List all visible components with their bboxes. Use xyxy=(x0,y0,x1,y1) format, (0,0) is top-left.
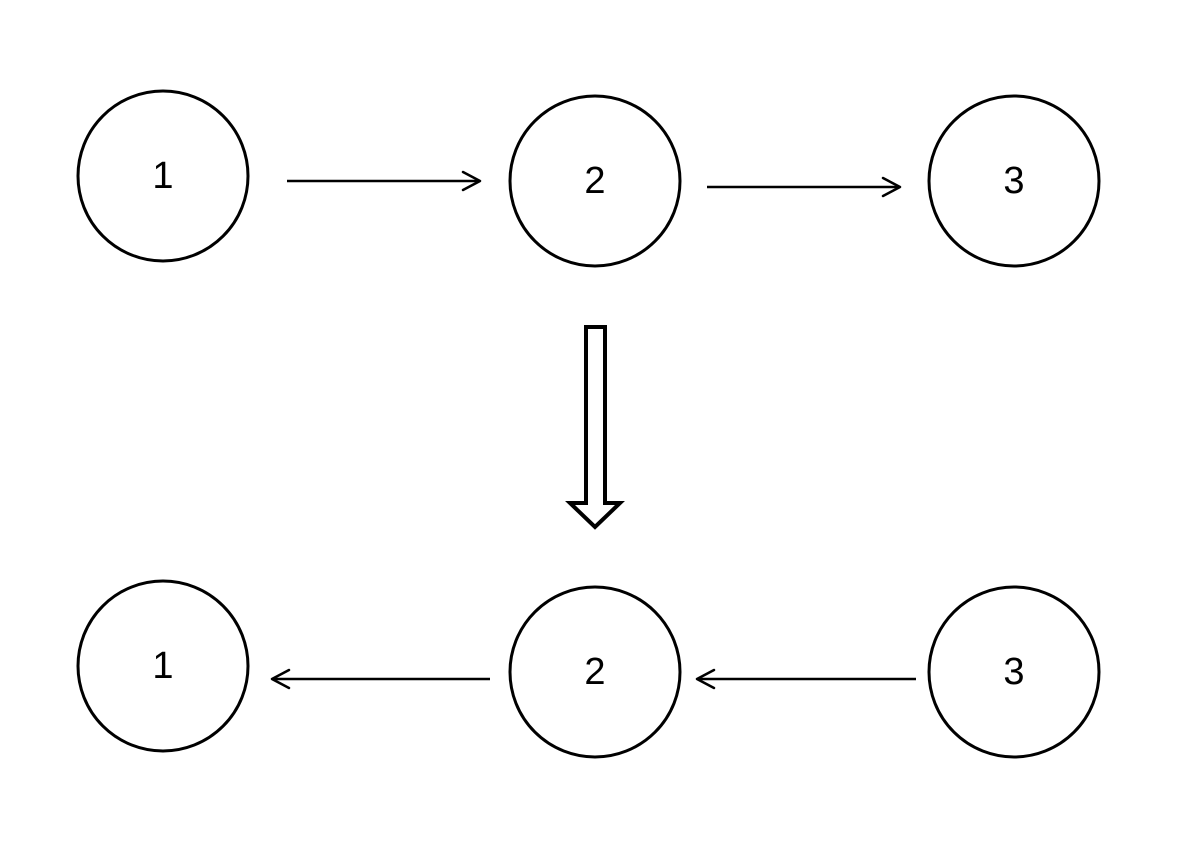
top-node-2: 2 xyxy=(508,94,682,268)
arrowhead-right-icon xyxy=(881,176,902,198)
bottom-node-1-circle xyxy=(76,579,250,753)
arrowhead-left-icon xyxy=(695,668,716,690)
top-node-1: 1 xyxy=(76,89,250,263)
top-node-3-label: 3 xyxy=(1003,160,1024,202)
top-node-3: 3 xyxy=(927,94,1101,268)
bottom-node-1: 1 xyxy=(76,579,250,753)
bottom-node-1-label: 1 xyxy=(152,645,173,687)
bottom-node-3: 3 xyxy=(927,585,1101,759)
top-row: 1 2 3 xyxy=(76,89,1101,268)
bottom-node-2-circle xyxy=(508,585,682,759)
top-node-1-circle xyxy=(76,89,250,263)
bottom-node-2: 2 xyxy=(508,585,682,759)
bottom-row: 1 2 3 xyxy=(76,579,1101,759)
top-edge-2-to-3 xyxy=(707,176,902,198)
top-node-2-label: 2 xyxy=(584,160,605,202)
down-arrow-icon xyxy=(565,325,625,530)
top-node-3-circle xyxy=(927,94,1101,268)
transform-arrow xyxy=(565,325,625,530)
arrowhead-left-icon xyxy=(270,668,291,690)
top-node-1-label: 1 xyxy=(152,155,173,197)
bottom-node-3-label: 3 xyxy=(1003,651,1024,693)
bottom-edge-2-to-1 xyxy=(270,668,490,690)
arrowhead-right-icon xyxy=(461,170,482,192)
bottom-edge-3-to-2 xyxy=(695,668,916,690)
top-edge-1-to-2 xyxy=(287,170,482,192)
bottom-node-2-label: 2 xyxy=(584,651,605,693)
top-node-2-circle xyxy=(508,94,682,268)
bottom-node-3-circle xyxy=(927,585,1101,759)
